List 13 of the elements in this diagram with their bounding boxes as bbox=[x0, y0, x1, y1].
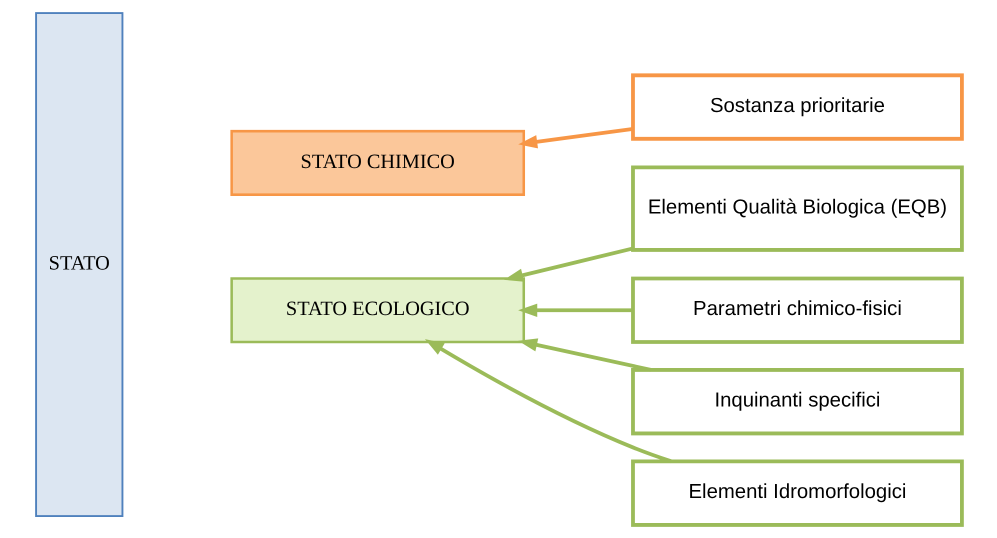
node-box: Elementi Idromorfologici bbox=[630, 460, 964, 527]
node-box: Inquinanti specifici bbox=[630, 368, 964, 436]
arrow bbox=[504, 246, 632, 282]
arrow bbox=[518, 304, 632, 317]
node-box: Elementi Qualità Biologica (EQB) bbox=[630, 166, 964, 252]
arrow bbox=[518, 338, 651, 372]
node-box: STATO CHIMICO bbox=[230, 130, 525, 196]
node-box: STATO bbox=[34, 12, 123, 517]
arrow bbox=[518, 127, 632, 148]
node-box: Parametri chimico-fisici bbox=[630, 276, 964, 344]
arrow bbox=[424, 339, 672, 464]
node-box: STATO ECOLOGICO bbox=[230, 277, 525, 344]
node-box: Sostanza prioritarie bbox=[630, 73, 964, 141]
